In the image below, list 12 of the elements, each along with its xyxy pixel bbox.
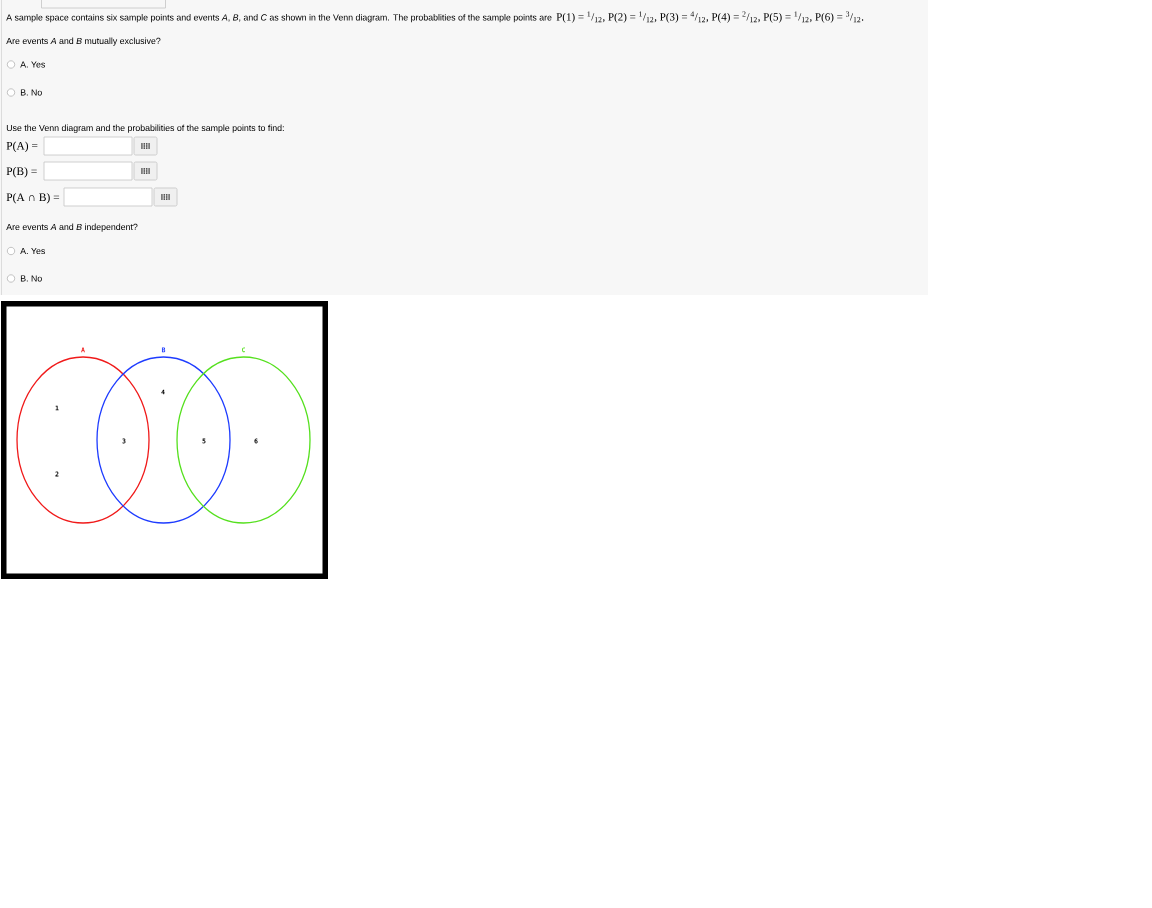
option-label: A. Yes	[20, 247, 45, 255]
question-text: A sample space contains six sample points and events A, B, and C as shown in the Venn diagram. The probablities of the sample points are	[6, 14, 552, 23]
formula-label: P(B) =	[6, 167, 37, 178]
question-text: Are events A and B independent?	[6, 223, 138, 232]
option-label: A. Yes	[20, 61, 45, 68]
instruction-text: Use the Venn diagram and the probabilities of the sample points to find:	[6, 124, 284, 133]
question-text: Are events A and B mutually exclusive?	[6, 37, 161, 46]
option-label: B. No	[20, 89, 42, 96]
formula-label: P(A) =	[6, 141, 38, 152]
probability-formula: P(1) = $^{1}$/$_{12}$, P(2) = $^{1}$/$_{12}$, P(3) = $^{4}$/$_{12}$, P(4) = $^{2}$/$_{12}$, P(5) = $^{1}$/$_{12}$, P(6) = $^{3}$/$_{12}$.	[556, 11, 864, 23]
formula-label: P(A ∩ B) =	[6, 193, 60, 204]
option-label: B. No	[20, 275, 42, 282]
